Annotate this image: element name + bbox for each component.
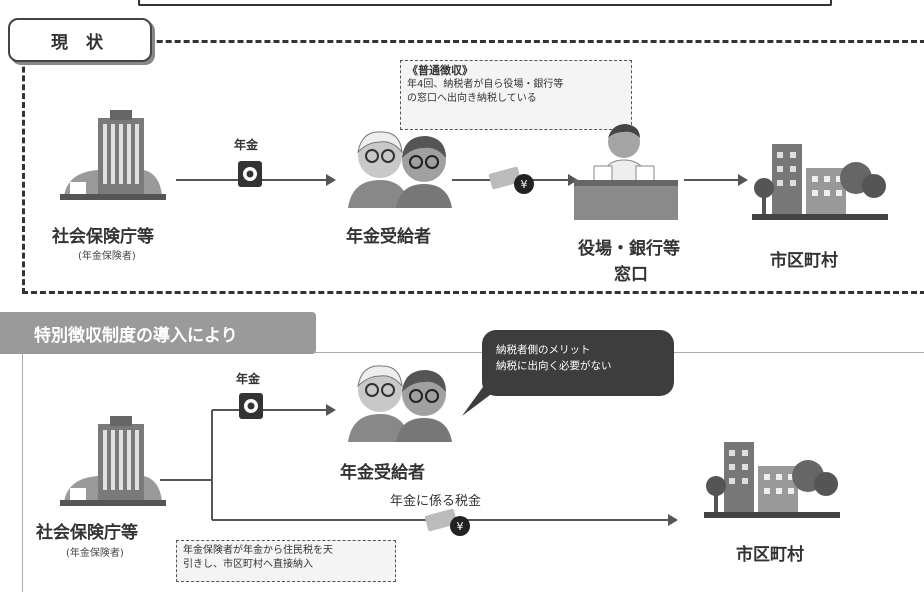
elderly-couple-icon (348, 131, 452, 208)
normal-collection-note: 《普通徴収》 年4回、納税者が自ら役場・銀行等 の窓口へ出向き納税している (400, 60, 632, 130)
current-recipient-label: 年金受給者 (346, 227, 431, 247)
pension-book-icon (238, 161, 262, 187)
current-agency-label: 社会保険庁等 (52, 227, 154, 247)
merit-speech-bubble: 納税者側のメリット 納税に出向く必要がない (482, 330, 674, 396)
special-collection-banner: 特別徴収制度の導入により (0, 312, 316, 354)
normal-collection-title: 《普通徴収》 (407, 64, 473, 77)
special-agency-sub: (年金保険者) (66, 548, 124, 559)
municipality-city-icon-2 (704, 442, 840, 518)
counter-label-2: 窓口 (614, 265, 648, 285)
elderly-couple-icon-2 (348, 365, 452, 442)
top-frame-edge (138, 0, 832, 6)
current-pension-label: 年金 (234, 138, 259, 152)
agency-building-icon (60, 110, 166, 200)
svg-text:¥: ¥ (457, 520, 464, 533)
direct-payment-note: 年金保険者が年金から住民税を天 引きし、市区町村へ直接納入 (176, 540, 396, 582)
pension-book-icon-2 (239, 393, 263, 419)
counter-label-1: 役場・銀行等 (578, 239, 680, 259)
special-agency-label: 社会保険庁等 (36, 523, 138, 543)
current-deposit-arrow (684, 174, 748, 186)
special-recipient-label: 年金受給者 (340, 463, 425, 483)
special-municipality-label: 市区町村 (736, 545, 804, 565)
direct-payment-line-2: 引きし、市区町村へ直接納入 (183, 559, 313, 570)
agency-building-icon-2 (60, 416, 166, 506)
normal-collection-line-2: の窓口へ出向き納税している (407, 93, 537, 104)
municipality-city-icon (752, 144, 888, 220)
money-icon: ¥ (488, 166, 534, 194)
svg-text:¥: ¥ (521, 178, 528, 191)
current-agency-sub: (年金保険者) (78, 251, 136, 262)
money-icon-2: ¥ (424, 508, 470, 536)
bubble-line-1: 納税者側のメリット (496, 344, 591, 356)
special-pension-label: 年金 (236, 372, 261, 386)
current-tag: 現 状 (8, 18, 152, 62)
direct-payment-line-1: 年金保険者が年金から住民税を天 (183, 545, 333, 556)
counter-clerk-icon (574, 124, 678, 220)
current-municipality-label: 市区町村 (770, 251, 838, 271)
bubble-line-2: 納税に出向く必要がない (496, 360, 612, 372)
current-section-frame (22, 40, 924, 294)
normal-collection-line-1: 年4回、納税者が自ら役場・銀行等 (407, 79, 564, 90)
pension-tax-label: 年金に係る税金 (390, 494, 482, 509)
special-section-frame (22, 352, 924, 592)
